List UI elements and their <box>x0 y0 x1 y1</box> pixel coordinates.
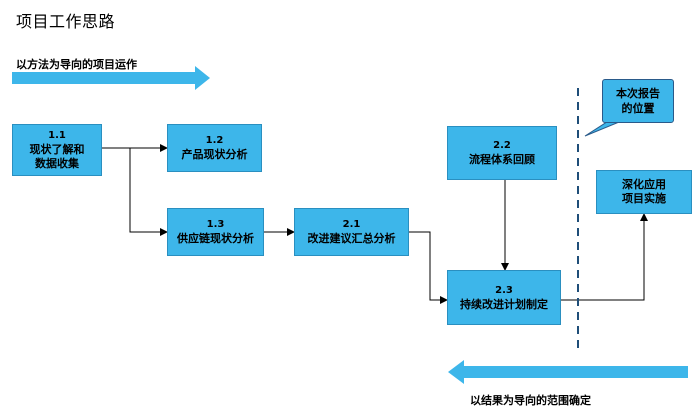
box-2-1: 2.1 改进建议汇总分析 <box>294 208 409 256</box>
box-deep-application: 深化应用 项目实施 <box>596 170 692 214</box>
box-1-3-number: 1.3 <box>206 219 225 230</box>
connector-2-1-to-2-3 <box>409 231 448 304</box>
box-1-1: 1.1 现状了解和 数据收集 <box>12 124 102 176</box>
callout-line2: 的位置 <box>621 102 655 115</box>
connector-1-1-to-1-3 <box>129 148 168 236</box>
box-2-1-number: 2.1 <box>342 219 361 230</box>
box-1-2-number: 1.2 <box>205 135 224 146</box>
top-direction-arrow <box>12 66 210 90</box>
box-deep-line2: 项目实施 <box>622 192 666 205</box>
top-arrow-label: 以方法为导向的项目运作 <box>16 58 137 71</box>
callout-line1: 本次报告 <box>616 87 660 100</box>
box-2-2-line1: 流程体系回顾 <box>469 153 535 166</box>
page-title: 项目工作思路 <box>16 12 116 31</box>
box-2-2-number: 2.2 <box>493 140 511 151</box>
bottom-direction-arrow <box>448 360 688 384</box>
box-1-1-line2: 数据收集 <box>35 157 79 170</box>
bottom-arrow-label: 以结果为导向的范围确定 <box>470 394 591 407</box>
connector-2-3-to-deep <box>561 213 648 301</box>
box-2-3: 2.3 持续改进计划制定 <box>447 270 561 325</box>
box-1-2-line1: 产品现状分析 <box>181 148 248 161</box>
box-1-2: 1.2 产品现状分析 <box>167 124 262 172</box>
box-1-1-number: 1.1 <box>48 130 66 141</box>
box-2-1-line1: 改进建议汇总分析 <box>307 232 396 245</box>
box-2-3-line1: 持续改进计划制定 <box>460 297 548 311</box>
box-2-3-number: 2.3 <box>495 284 513 296</box>
box-deep-line1: 深化应用 <box>622 178 666 191</box>
box-1-3: 1.3 供应链现状分析 <box>167 208 264 256</box>
box-1-1-line1: 现状了解和 <box>29 143 85 156</box>
report-position-callout: 本次报告 的位置 <box>602 79 674 123</box>
box-1-3-line1: 供应链现状分析 <box>177 232 254 245</box>
box-2-2: 2.2 流程体系回顾 <box>447 126 557 180</box>
